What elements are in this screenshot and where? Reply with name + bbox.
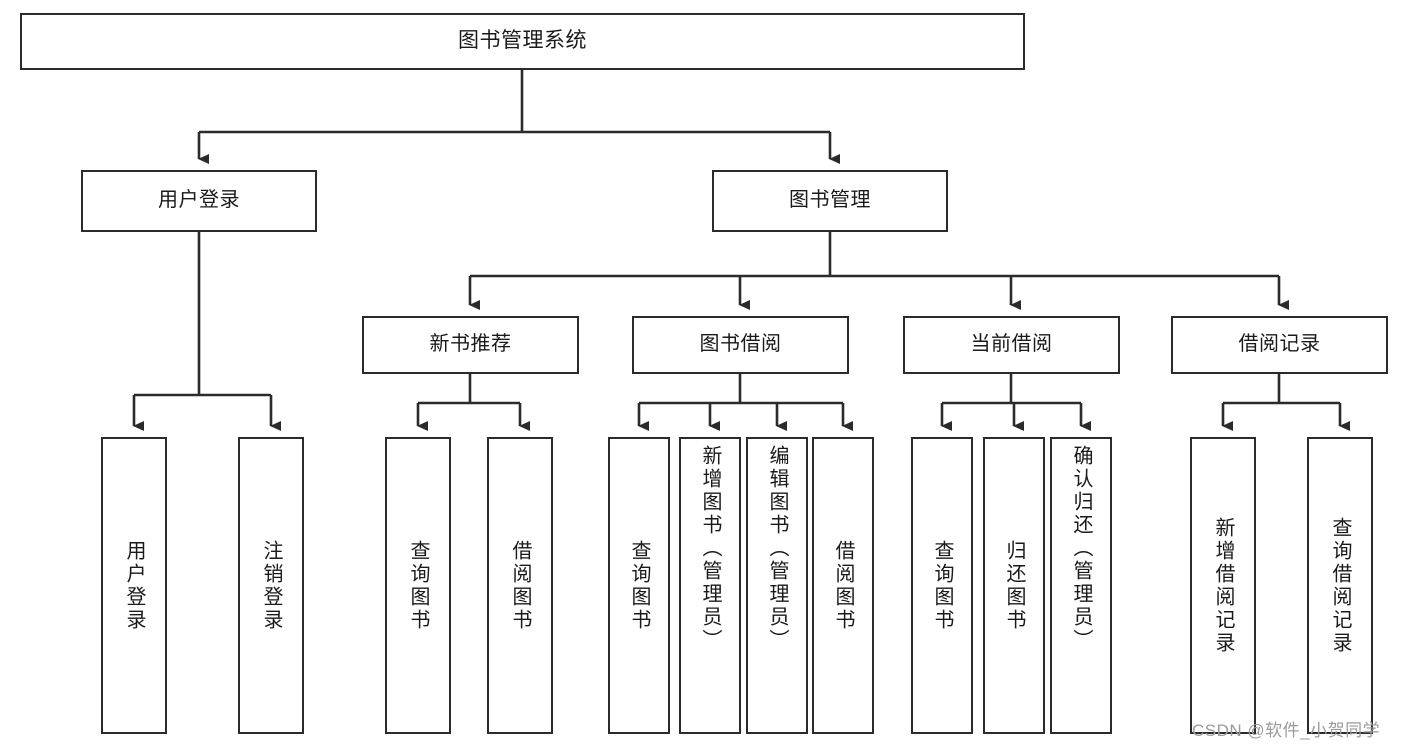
node-leaf-query-book-3[interactable]: 查询图书 (911, 437, 973, 734)
node-label: 借阅图书 (509, 539, 531, 632)
node-user-login[interactable]: 用户登录 (81, 170, 317, 232)
node-label: 查询图书 (931, 539, 953, 632)
node-leaf-add-record[interactable]: 新增借阅记录 (1190, 437, 1256, 734)
node-label: 查询借阅记录 (1329, 516, 1351, 655)
node-label: 注销登录 (260, 539, 282, 632)
node-leaf-user-logout[interactable]: 注销登录 (238, 437, 304, 734)
node-label: 当前借阅 (970, 333, 1053, 356)
node-label: 图书管理系统 (458, 29, 587, 53)
node-leaf-edit-book[interactable]: 编辑图书（管理员） (746, 437, 808, 734)
node-borrow-record[interactable]: 借阅记录 (1171, 316, 1388, 374)
node-leaf-query-record[interactable]: 查询借阅记录 (1307, 437, 1373, 734)
node-label: 图书管理 (789, 189, 871, 212)
node-current-borrow[interactable]: 当前借阅 (903, 316, 1120, 374)
node-book-borrow[interactable]: 图书借阅 (632, 316, 849, 374)
node-leaf-borrow-book-1[interactable]: 借阅图书 (487, 437, 553, 734)
node-book-manage[interactable]: 图书管理 (712, 170, 948, 232)
node-label: 借阅记录 (1238, 333, 1321, 356)
node-label: 借阅图书 (832, 539, 854, 632)
node-label: 确认归还（管理员） (1070, 445, 1092, 652)
node-label: 查询图书 (407, 539, 429, 632)
node-leaf-user-login[interactable]: 用户登录 (101, 437, 167, 734)
node-label: 新增图书（管理员） (699, 445, 721, 652)
node-root[interactable]: 图书管理系统 (20, 13, 1025, 70)
node-label: 新增借阅记录 (1212, 516, 1234, 655)
node-leaf-confirm-return[interactable]: 确认归还（管理员） (1050, 437, 1112, 734)
node-leaf-query-book-1[interactable]: 查询图书 (385, 437, 451, 734)
node-label: 查询图书 (628, 539, 650, 632)
node-leaf-query-book-2[interactable]: 查询图书 (608, 437, 670, 734)
node-leaf-add-book[interactable]: 新增图书（管理员） (679, 437, 741, 734)
node-new-book-rec[interactable]: 新书推荐 (362, 316, 579, 374)
node-label: 图书借阅 (699, 333, 782, 356)
node-label: 用户登录 (123, 539, 145, 632)
node-leaf-borrow-book-2[interactable]: 借阅图书 (812, 437, 874, 734)
node-leaf-return-book[interactable]: 归还图书 (983, 437, 1045, 734)
node-label: 新书推荐 (429, 333, 512, 356)
node-label: 编辑图书（管理员） (766, 445, 788, 652)
csdn-watermark: CSDN @软件_小贺同学 (1192, 721, 1381, 740)
node-label: 归还图书 (1003, 539, 1025, 632)
node-label: 用户登录 (158, 189, 240, 212)
